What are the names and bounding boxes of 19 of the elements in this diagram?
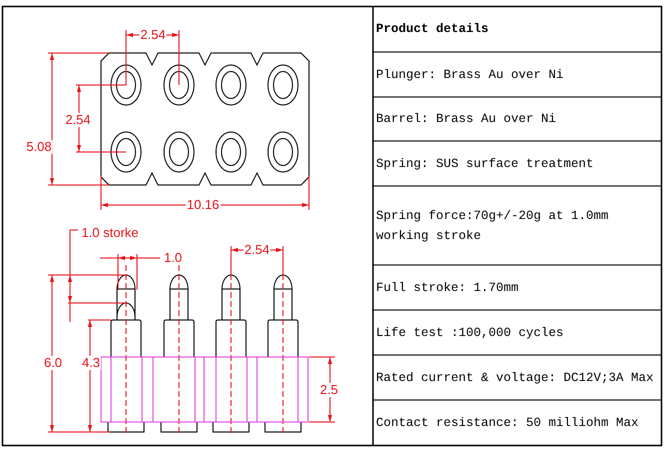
dimension-label: 10.16 [186, 198, 220, 212]
table-cell-text: Rated current & voltage: DC12V;3A Max [375, 370, 654, 386]
table-cell-text: Life test :100,000 cycles [375, 324, 564, 342]
table-cell-text: Contact resistance: 50 milliohm Max [375, 415, 639, 432]
table-header: Product details [375, 21, 489, 38]
dimension-label: 6.0 [42, 356, 64, 370]
dimension-label: 2.5 [318, 383, 340, 397]
table-cell-text: Barrel: Brass Au over Ni [375, 111, 556, 128]
table-cell-text: Spring: SUS surface treatment [375, 156, 594, 172]
dimension-label: 1.0 storke [80, 226, 140, 240]
dimension-label: 5.08 [25, 140, 53, 154]
table-cell-text: Plunger: Brass Au over Ni [375, 66, 564, 84]
dimension-label: 2.54 [64, 113, 92, 127]
table-cell-text: Spring force:70g+/-20g at 1.0mm working stroke [375, 208, 610, 244]
table-cell-text: Full stroke: 1.70mm [375, 280, 519, 296]
dimension-label: 2.54 [243, 243, 271, 257]
dimension-label: 4.3 [80, 356, 102, 370]
dimension-label: 2.54 [139, 28, 167, 42]
dimension-label: 1.0 [162, 251, 184, 265]
